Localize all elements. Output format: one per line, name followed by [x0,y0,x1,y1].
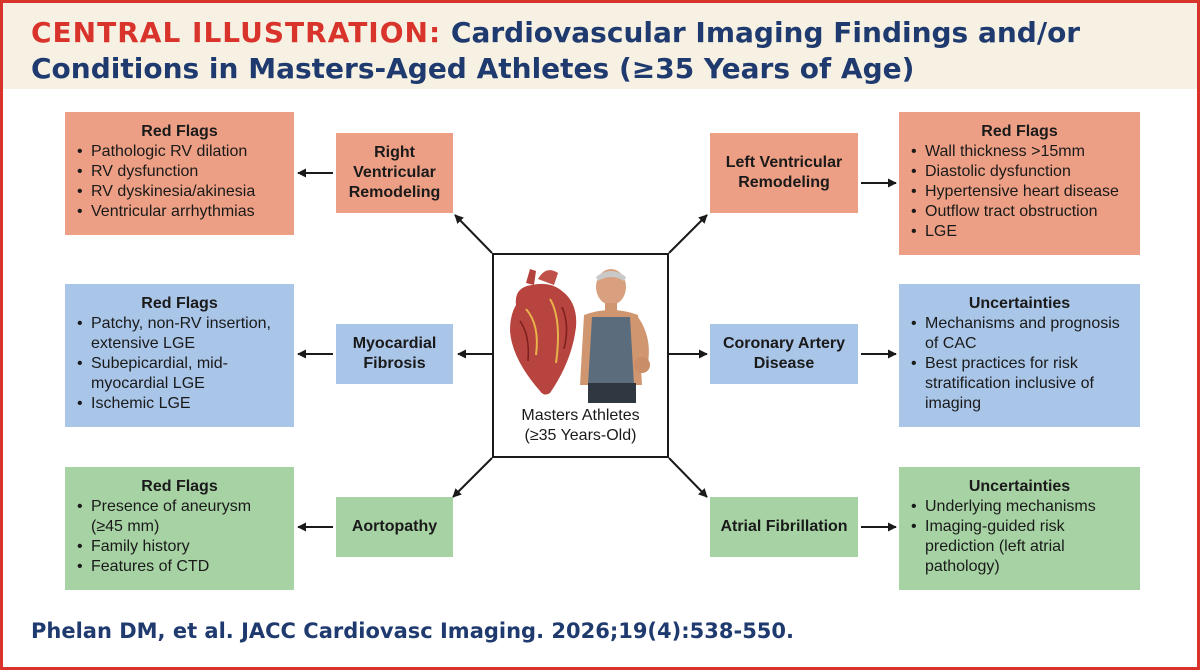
condition-left-ventricular-remodeling: Left Ventricular Remodeling [710,133,858,213]
arrow-center-to-lv [668,214,708,254]
title-text-1: Cardiovascular Imaging Findings and/or [450,16,1081,49]
condition-myocardial-fibrosis: Myocardial Fibrosis [336,324,453,384]
list-item: Underlying mechanisms [911,497,1128,517]
list-item: Presence of aneurysm (≥45 mm) [77,497,282,537]
list-item: LGE [911,222,1128,242]
condition-coronary-artery-disease: Coronary Artery Disease [710,324,858,384]
condition-right-ventricular-remodeling: Right Ventricular Remodeling [336,133,453,213]
list-item: Patchy, non-RV insertion, extensive LGE [77,314,282,354]
flag-list: Patchy, non-RV insertion, extensive LGE … [77,314,282,414]
panel-title: Uncertainties [968,478,1071,495]
list-item: Features of CTD [77,557,282,577]
caption-line-1: Masters Athletes [521,407,640,424]
uncertainty-list: Mechanisms and prognosis of CAC Best pra… [911,314,1128,414]
list-item: Family history [77,537,282,557]
title-line-2: Conditions in Masters-Aged Athletes (≥35… [31,52,915,85]
panel-title: Red Flags [141,123,218,140]
panel-title: Red Flags [141,478,218,495]
flag-list: Pathologic RV dilation RV dysfunction RV… [77,142,282,222]
arrow-center-to-af [668,457,708,498]
list-item: RV dysfunction [77,162,282,182]
list-item: Mechanisms and prognosis of CAC [911,314,1128,354]
condition-atrial-fibrillation: Atrial Fibrillation [710,497,858,557]
arrow-center-to-rv [454,214,493,254]
flag-list: Wall thickness >15mm Diastolic dysfuncti… [911,142,1128,242]
list-item: Ischemic LGE [77,394,282,414]
connector-arrows [297,168,897,532]
panel-title: Red Flags [981,123,1058,140]
aortopathy-red-flags-panel: Red Flags Presence of aneurysm (≥45 mm) … [65,467,294,590]
condition-aortopathy: Aortopathy [336,497,453,557]
list-item: Outflow tract obstruction [911,202,1128,222]
fibrosis-red-flags-panel: Red Flags Patchy, non-RV insertion, exte… [65,284,294,427]
arrow-center-to-aortopathy [452,457,493,498]
heart-and-athlete-image [510,269,650,403]
rv-red-flags-panel: Red Flags Pathologic RV dilation RV dysf… [65,112,294,235]
caption-line-2: (≥35 Years-Old) [524,427,637,444]
citation: Phelan DM, et al. JACC Cardiovasc Imagin… [31,619,795,643]
lv-red-flags-panel: Red Flags Wall thickness >15mm Diastolic… [899,112,1140,255]
uncertainty-list: Underlying mechanisms Imaging-guided ris… [911,497,1128,577]
list-item: Best practices for risk stratification i… [911,354,1128,414]
masters-athletes-center: Masters Athletes (≥35 Years-Old) [492,253,669,458]
af-uncertainties-panel: Uncertainties Underlying mechanisms Imag… [899,467,1140,590]
title-line-1: CENTRAL ILLUSTRATION: Cardiovascular Ima… [31,15,1197,51]
flag-list: Presence of aneurysm (≥45 mm) Family his… [77,497,282,577]
panel-title: Red Flags [141,295,218,312]
list-item: Pathologic RV dilation [77,142,282,162]
heart-illustration [510,269,577,395]
athlete-illustration [580,269,650,403]
header-banner: CENTRAL ILLUSTRATION: Cardiovascular Ima… [3,3,1197,89]
cad-uncertainties-panel: Uncertainties Mechanisms and prognosis o… [899,284,1140,427]
center-caption: Masters Athletes (≥35 Years-Old) [494,406,667,446]
list-item: RV dyskinesia/akinesia [77,182,282,202]
list-item: Diastolic dysfunction [911,162,1128,182]
list-item: Imaging-guided risk prediction (left atr… [911,517,1128,577]
list-item: Wall thickness >15mm [911,142,1128,162]
list-item: Subepicardial, mid-myocardial LGE [77,354,282,394]
title-lead: CENTRAL ILLUSTRATION: [31,16,442,49]
list-item: Ventricular arrhythmias [77,202,282,222]
panel-title: Uncertainties [968,295,1071,312]
list-item: Hypertensive heart disease [911,182,1128,202]
